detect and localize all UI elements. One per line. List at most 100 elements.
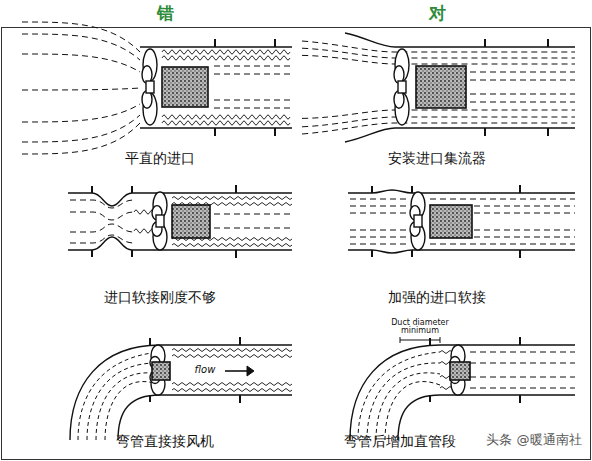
flow-line: [214, 108, 290, 109]
flow-line: [430, 199, 575, 200]
flow-line: [214, 74, 290, 75]
flow-line: [470, 102, 575, 103]
flow-line: [350, 237, 410, 238]
duct-flange: [239, 337, 241, 345]
flow-line: [470, 363, 575, 364]
elbow-duct-wall: [70, 345, 292, 440]
flow-line: [70, 200, 134, 208]
duct-flange: [239, 395, 241, 403]
dimension-line: [400, 340, 440, 341]
dimension-label: Duct diameter minimum: [390, 319, 450, 335]
caption: 弯管直接接风机: [116, 433, 214, 449]
flow-line: [470, 94, 575, 95]
turbulent-flow-line: [172, 389, 292, 392]
flow-line: [70, 235, 134, 243]
fan-motor: [416, 66, 466, 108]
caption: 安装进口集流器: [388, 150, 486, 166]
turbulent-flow-line: [172, 355, 292, 358]
flow-line: [470, 388, 575, 389]
elbow-duct-wall: [350, 345, 575, 440]
duct-flange: [519, 395, 521, 403]
flow-line: [214, 228, 290, 229]
turbulent-flow-line: [172, 244, 292, 247]
turbulent-flow-line: [78, 352, 160, 440]
duct-flange: [429, 395, 431, 402]
turbulent-flow-line: [172, 197, 292, 200]
turbulent-flow-line: [367, 363, 440, 440]
flow-label: flow: [193, 364, 218, 376]
duct-flange: [149, 395, 151, 402]
duct-wall: [348, 190, 575, 193]
duct-flange: [214, 39, 216, 47]
fan-motor: [172, 205, 210, 238]
flow-line: [470, 352, 575, 353]
duct-flange: [235, 185, 237, 193]
duct-flange: [371, 250, 373, 257]
flow-line: [302, 123, 575, 134]
turbulent-flow-line: [172, 349, 292, 352]
duct-flange: [484, 39, 486, 47]
fan-motor: [450, 362, 470, 380]
fan-hub: [414, 215, 422, 227]
fan-hub: [146, 81, 154, 93]
duct-flange: [91, 250, 93, 257]
flow-line: [470, 377, 575, 378]
flow-line: [70, 212, 134, 220]
flow-line: [470, 80, 575, 81]
fan-motor: [152, 362, 170, 380]
duct-flange: [274, 39, 276, 47]
flow-line: [350, 199, 410, 200]
flow-line: [214, 66, 290, 67]
flow-line: [214, 100, 290, 101]
flow-line: [350, 213, 410, 214]
column-heading: 错: [157, 4, 174, 24]
duct-flange: [131, 186, 133, 193]
duct-wall: [68, 237, 292, 250]
flow-line: [22, 123, 140, 154]
flow-line: [22, 115, 140, 142]
flow-line: [470, 72, 575, 73]
flow-line: [22, 34, 140, 60]
duct-flange: [519, 250, 521, 258]
duct-flange: [411, 250, 413, 257]
flow-line: [474, 213, 575, 214]
flow-line: [350, 230, 410, 231]
flow-line: [302, 55, 575, 64]
flow-line: [22, 88, 140, 90]
turbulent-flow-line: [162, 50, 290, 54]
flow-line: [302, 117, 575, 127]
duct-flange: [411, 186, 413, 193]
flow-line: [474, 206, 575, 207]
duct-wall: [348, 250, 575, 253]
turbulent-flow-line: [87, 363, 160, 440]
flow-line: [474, 230, 575, 231]
caption: 加强的进口软接: [388, 289, 486, 305]
duct-wall: [68, 193, 292, 206]
turbulent-flow-line: [162, 56, 290, 60]
duct-flange: [484, 128, 486, 136]
turbulent-flow-line: [162, 121, 290, 125]
flow-line: [350, 244, 410, 245]
caption: 弯管后增加直管段: [344, 433, 456, 449]
inlet-bell-mouth: [345, 128, 575, 142]
caption: 进口软接刚度不够: [104, 289, 216, 305]
duct-flange: [235, 250, 237, 258]
duct-flange: [519, 185, 521, 193]
turbulent-flow-line: [376, 373, 440, 440]
duct-flange: [149, 338, 151, 345]
duct-flange: [214, 128, 216, 136]
caption: 平直的进口: [125, 150, 195, 166]
turbulent-flow-line: [358, 352, 440, 440]
duct-flange: [547, 128, 549, 136]
turbulent-flow-line: [385, 382, 440, 440]
duct-flange: [91, 186, 93, 193]
column-heading: 对: [429, 4, 446, 24]
duct-flange: [131, 250, 133, 257]
duct-flange: [274, 128, 276, 136]
flow-line: [474, 237, 575, 238]
fan-hub: [156, 215, 164, 227]
flow-line: [302, 48, 575, 58]
flow-line: [214, 214, 290, 215]
duct-flange: [519, 337, 521, 345]
